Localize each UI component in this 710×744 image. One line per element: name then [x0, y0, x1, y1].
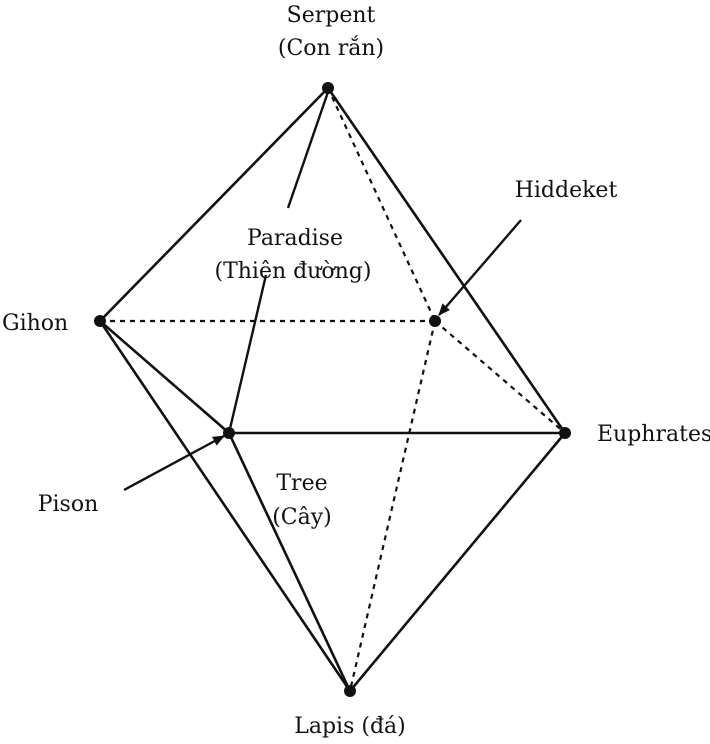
pison-arrow [123, 434, 225, 492]
label-hiddeket: Hiddeket [515, 178, 618, 203]
vertex-serpent [322, 82, 334, 94]
label-serpent-vi: (Con rắn) [278, 35, 384, 61]
vertex-pison [223, 427, 235, 439]
edge-hiddeket-euphrates [434, 320, 566, 434]
label-tree-vi: (Cây) [272, 505, 332, 530]
vertex-gihon [94, 315, 106, 327]
vertex-hiddeket [429, 315, 441, 327]
edge-serpent-gihon [98, 86, 330, 323]
vertex-euphrates [559, 427, 571, 439]
label-serpent: Serpent [287, 3, 376, 28]
label-euphrates: Euphrates [597, 422, 710, 447]
label-gihon: Gihon [2, 311, 68, 336]
label-paradise: Paradise [247, 226, 343, 251]
vertex-lapis [344, 685, 356, 697]
edge-serpent-euphrates-outer [326, 86, 567, 435]
edge-euphrates-lapis [348, 431, 567, 693]
edge-hiddeket-lapis [348, 320, 437, 692]
hiddeket-arrow [438, 219, 522, 316]
label-pison: Pison [38, 492, 99, 517]
label-tree: Tree [276, 471, 327, 496]
tree-leader-line [227, 274, 268, 434]
edge-gihon-pison [98, 319, 231, 435]
edge-pison-lapis [227, 431, 352, 693]
paradise-leader-line [286, 91, 330, 209]
label-paradise-vi: (Thiên đường) [215, 259, 372, 284]
edge-gihon-lapis [98, 319, 352, 693]
label-lapis: Lapis (đá) [294, 714, 406, 739]
edge-serpent-hiddeket [327, 87, 436, 322]
